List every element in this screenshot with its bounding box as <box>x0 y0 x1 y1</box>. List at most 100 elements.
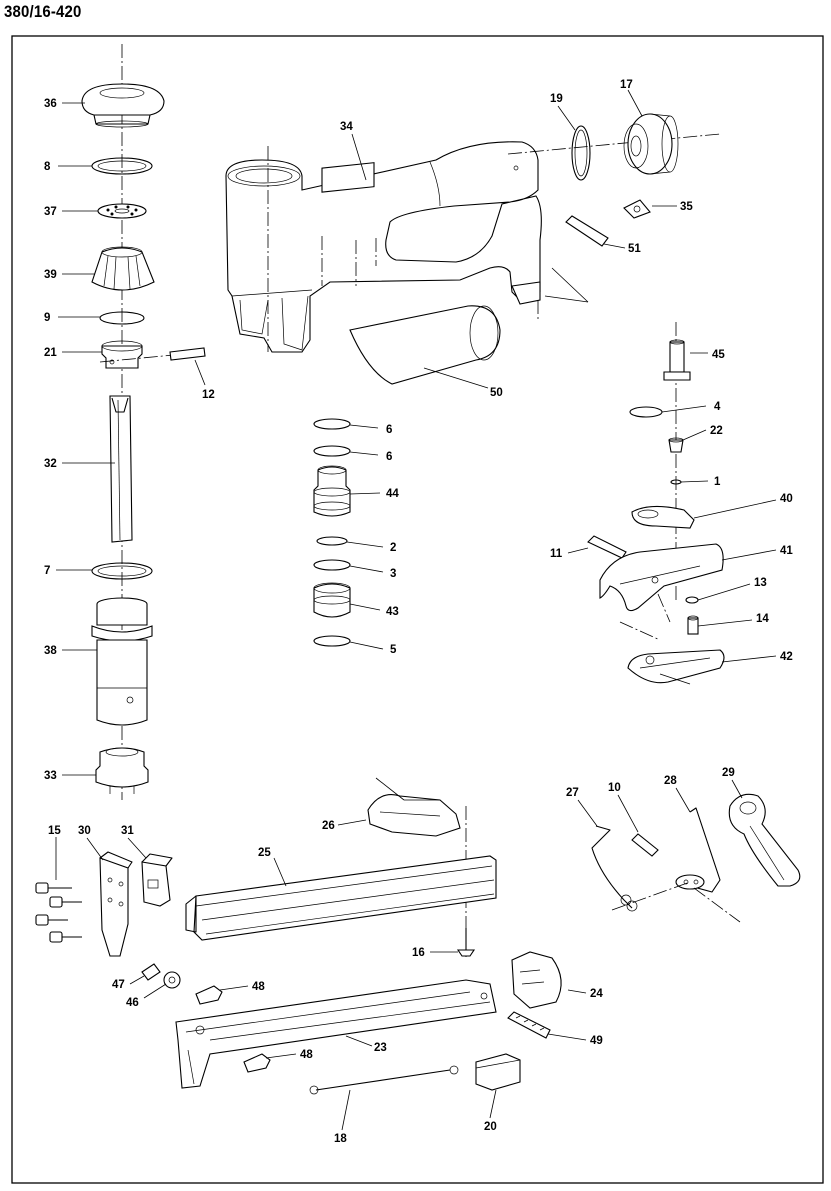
label-21: 21 <box>44 347 57 359</box>
label-18: 18 <box>334 1133 347 1145</box>
part-21-valve <box>101 340 143 369</box>
part-20-block <box>475 1053 521 1091</box>
part-25-rail <box>185 855 497 941</box>
label-9: 9 <box>44 312 50 324</box>
label-45: 45 <box>712 349 725 361</box>
diagram-border <box>11 35 824 1184</box>
label-19: 19 <box>550 93 563 105</box>
part-49-spring <box>507 1011 551 1039</box>
label-26: 26 <box>322 820 335 832</box>
label-17: 17 <box>620 79 633 91</box>
part-29-lever <box>728 793 801 887</box>
part-22-valve-stem <box>668 437 684 453</box>
part-32-driver-blade <box>109 395 133 543</box>
part-37-disc <box>97 203 147 219</box>
part-34-body <box>225 141 542 353</box>
part-15-screws <box>35 882 82 943</box>
label-11: 11 <box>550 548 563 560</box>
part-28-spring <box>675 807 721 893</box>
label-47: 47 <box>112 979 125 991</box>
label-46: 46 <box>126 997 139 1009</box>
label-51: 51 <box>628 243 641 255</box>
label-28: 28 <box>664 775 677 787</box>
label-2: 2 <box>390 542 396 554</box>
label-41: 41 <box>780 545 793 557</box>
part-12-pin <box>169 347 206 361</box>
part-24-guide <box>511 951 562 1009</box>
part-42-safety <box>627 649 725 684</box>
part-46-nut <box>163 971 181 989</box>
part-6-o-ring-a <box>313 418 351 430</box>
label-14: 14 <box>756 613 769 625</box>
label-24: 24 <box>590 988 603 1000</box>
label-38: 38 <box>44 645 57 657</box>
part-48-clip-a <box>195 985 223 1005</box>
label-40: 40 <box>780 493 793 505</box>
part-30-plate <box>99 851 133 957</box>
part-4-o-ring <box>629 406 663 418</box>
part-26-latch <box>367 794 461 837</box>
part-51-pin <box>565 215 609 247</box>
part-5-o-ring <box>313 635 351 647</box>
part-11-pin <box>587 535 627 559</box>
label-20: 20 <box>484 1121 497 1133</box>
part-33-base <box>95 747 149 794</box>
label-23: 23 <box>374 1042 387 1054</box>
label-4: 4 <box>714 401 721 413</box>
label-16: 16 <box>412 947 425 959</box>
part-27-spring <box>591 825 638 912</box>
part-45-plunger <box>663 339 691 381</box>
part-17-end-cap <box>623 113 679 175</box>
label-31: 31 <box>121 825 134 837</box>
part-16-screw <box>456 928 476 957</box>
part-9-o-ring <box>99 311 145 325</box>
label-48b: 48 <box>300 1049 313 1061</box>
part-38-cylinder <box>91 597 153 726</box>
part-7-o-ring <box>91 562 153 580</box>
part-19-o-ring <box>571 125 591 181</box>
part-23-magazine <box>175 979 497 1089</box>
label-15: 15 <box>48 825 61 837</box>
label-32: 32 <box>44 458 57 470</box>
part-36-cap <box>81 83 165 128</box>
part-40-lever <box>631 505 695 529</box>
label-27: 27 <box>566 787 579 799</box>
label-25: 25 <box>258 847 271 859</box>
label-29: 29 <box>722 767 735 779</box>
part-43-piston <box>313 582 351 618</box>
part-48-clip-b <box>243 1053 271 1073</box>
label-12: 12 <box>202 389 215 401</box>
label-22: 22 <box>710 425 723 437</box>
part-31-bracket <box>141 853 173 907</box>
part-18-pusher-rod <box>309 1065 459 1095</box>
label-50: 50 <box>490 387 503 399</box>
part-47-nipple <box>141 963 161 981</box>
part-3-o-ring <box>313 559 351 571</box>
part-10-pin <box>631 833 659 857</box>
part-14-screw <box>687 615 699 635</box>
label-37: 37 <box>44 206 57 218</box>
label-49: 49 <box>590 1035 603 1047</box>
label-10: 10 <box>608 782 621 794</box>
label-5: 5 <box>390 644 397 656</box>
part-2-o-ring <box>316 536 348 546</box>
label-3: 3 <box>390 568 396 580</box>
label-35: 35 <box>680 201 693 213</box>
label-30: 30 <box>78 825 91 837</box>
label-48a: 48 <box>252 981 265 993</box>
label-39: 39 <box>44 269 57 281</box>
part-13-washer <box>685 596 699 604</box>
label-13: 13 <box>754 577 767 589</box>
part-39-cage <box>91 246 155 291</box>
part-44-piston <box>313 465 351 517</box>
part-41-trigger <box>599 543 724 612</box>
label-36: 36 <box>44 98 57 110</box>
label-6a: 6 <box>386 424 392 436</box>
part-6-o-ring-b <box>313 445 351 457</box>
label-6b: 6 <box>386 451 392 463</box>
part-50-sleeve <box>349 305 501 385</box>
label-8: 8 <box>44 161 51 173</box>
diagram-title: 380/16-420 <box>4 2 82 21</box>
label-7: 7 <box>44 565 50 577</box>
